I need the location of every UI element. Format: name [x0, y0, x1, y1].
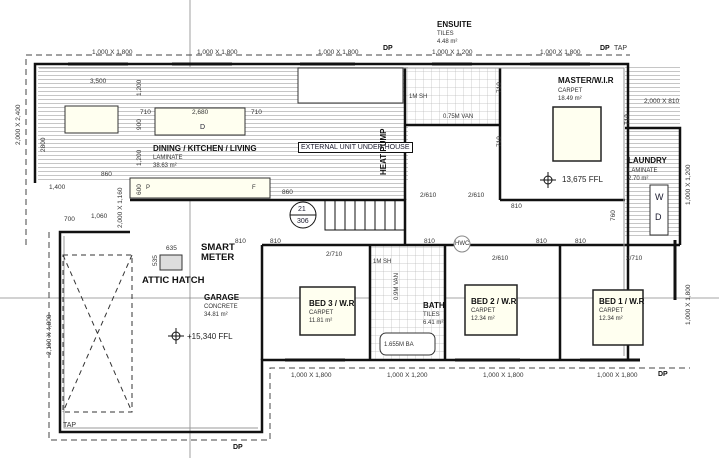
bed3-finish: CARPET — [309, 310, 334, 316]
dim-1400: 1,400 — [49, 184, 66, 191]
downpipe-2: DP — [600, 45, 610, 52]
external-unit-label: EXTERNAL UNIT UNDER HOUSE — [298, 142, 413, 154]
dim-door-bed1: 810 — [575, 238, 586, 245]
dim-635: 635 — [166, 245, 177, 252]
dim-1060: 1,060 — [91, 213, 108, 220]
heat-pump-label: HEAT PUMP — [379, 128, 388, 175]
master-finish: CARPET — [558, 88, 583, 94]
living-room-finish: LAMINATE — [153, 155, 183, 161]
dim-win-left: 2,000 X 2,400 — [15, 104, 22, 145]
dim-door-bed2: 810 — [536, 238, 547, 245]
dim-win-laundry: 1,000 X 1,200 — [685, 164, 692, 205]
pantry-label: P — [146, 185, 151, 191]
ffl-garage: +15,340 FFL — [187, 332, 233, 341]
wardrobe-master-1: 2/610 — [420, 192, 437, 199]
dim-win-bed3: 1,000 X 1,800 — [291, 372, 332, 379]
dim-860a: 860 — [101, 171, 112, 178]
laundry-name: LAUNDRY — [628, 156, 667, 165]
dishwasher-label: D — [200, 124, 206, 131]
bath-name: BATH — [423, 301, 445, 310]
living-room-area: 38.63 m² — [153, 163, 177, 169]
dim-garage-door: 2,100 X 4,800 — [46, 314, 53, 355]
dim-710a: 710 — [140, 109, 151, 116]
dim-1200a: 1,200 — [136, 79, 143, 96]
ensuite-vanity: 0.75M VAN — [443, 114, 474, 120]
laundry-area: 2.70 m² — [628, 176, 649, 182]
ensuite-finish: TILES — [437, 31, 454, 37]
wardrobe-bed3: 2/710 — [326, 251, 343, 258]
downpipe-3: DP — [233, 444, 243, 451]
dim-900: 900 — [136, 119, 143, 130]
attic-hatch-label: ATTIC HATCH — [142, 275, 205, 286]
dim-slider: 2,000 X 1,160 — [117, 187, 124, 228]
bed2-finish: CARPET — [471, 308, 496, 314]
wardrobe-bed2: 2/610 — [492, 255, 509, 262]
bath-finish: TILES — [423, 312, 440, 318]
dim-535: 535 — [152, 255, 159, 266]
tap-master: TAP — [614, 45, 628, 52]
bed3-area: 11.81 m² — [309, 318, 333, 324]
dim-door-hall-1: 810 — [235, 238, 246, 245]
wardrobe-bed1: 2/710 — [626, 255, 643, 262]
bath-area: 6.41 m² — [423, 320, 444, 326]
bed1-name: BED 1 / W.R — [599, 297, 645, 306]
dryer-label: D — [655, 212, 662, 222]
dim-win-top-1: 1,000 X 1,800 — [92, 49, 133, 56]
dim-door-deck: 710 — [624, 114, 631, 125]
ffl-upper: 13,675 FFL — [562, 175, 603, 184]
dim-2800: 2800 — [40, 137, 47, 152]
master-name: MASTER/W.I.R — [558, 76, 614, 85]
dim-860b: 860 — [282, 189, 293, 196]
dim-win-bed1-side: 1,000 X 1,800 — [685, 284, 692, 325]
dim-win-top-3: 1,000 X 1,800 — [318, 49, 359, 56]
bed3-name: BED 3 / W.R — [309, 299, 355, 308]
dim-win-master: 1,000 X 1,800 — [540, 49, 581, 56]
dim-door-master: 810 — [511, 203, 522, 210]
dim-win-top-2: 1,000 X 1,800 — [197, 49, 238, 56]
downpipe-4: DP — [658, 371, 668, 378]
bed2-name: BED 2 / W.R — [471, 297, 517, 306]
garage-finish: CONCRETE — [204, 304, 238, 310]
living-room-name: DINING / KITCHEN / LIVING — [153, 144, 257, 153]
stair-rise: 306 — [297, 218, 309, 225]
master-area: 18.49 m² — [558, 96, 582, 102]
dim-600: 600 — [136, 184, 143, 195]
dim-door-ensuite-2: 710 — [496, 136, 503, 147]
stair-count: 21 — [298, 206, 306, 213]
downpipe-1: DP — [383, 45, 393, 52]
garage-name: GARAGE — [204, 293, 240, 302]
ensuite-name: ENSUITE — [437, 20, 472, 29]
dim-win-bath: 1,000 X 1,200 — [387, 372, 428, 379]
dim-door-laundry: 760 — [610, 210, 617, 221]
bath-shower: 1M SH — [373, 259, 392, 265]
hwc-label: HWC — [455, 241, 470, 247]
garage-area: 34.81 m² — [204, 312, 228, 318]
bed1-finish: CARPET — [599, 308, 624, 314]
fridge-label: F — [252, 185, 256, 191]
dim-door-bath: 810 — [424, 238, 435, 245]
washer-label: W — [655, 192, 664, 202]
smart-meter-label: SMART METER — [201, 242, 235, 263]
laundry-finish: LAMINATE — [628, 168, 658, 174]
dim-2680: 2,680 — [192, 109, 209, 116]
bath-tub: 1.655M BA — [384, 342, 414, 348]
bath-vanity: 0.9M VAN — [394, 273, 400, 300]
dim-1200b: 1,200 — [136, 149, 143, 166]
ensuite-shower: 1M SH — [409, 94, 428, 100]
ensuite-area: 4.48 m² — [437, 39, 458, 45]
dim-3500: 3,500 — [90, 78, 107, 85]
dim-door-hall-2: 810 — [270, 238, 281, 245]
bed1-area: 12.34 m² — [599, 316, 623, 322]
dim-win-deck: 2,000 X 810 — [644, 98, 680, 105]
dim-710b: 710 — [251, 109, 262, 116]
dim-win-bed1: 1,000 X 1,800 — [597, 372, 638, 379]
tap-garage: TAP — [63, 422, 77, 429]
wardrobe-master-2: 2/610 — [468, 192, 485, 199]
dim-door-ensuite-1: 710 — [496, 82, 503, 93]
dim-win-bed2: 1,000 X 1,800 — [483, 372, 524, 379]
dim-700: 700 — [64, 216, 75, 223]
dim-win-ensuite: 1,000 X 1,200 — [432, 49, 473, 56]
bed2-area: 12.34 m² — [471, 316, 495, 322]
